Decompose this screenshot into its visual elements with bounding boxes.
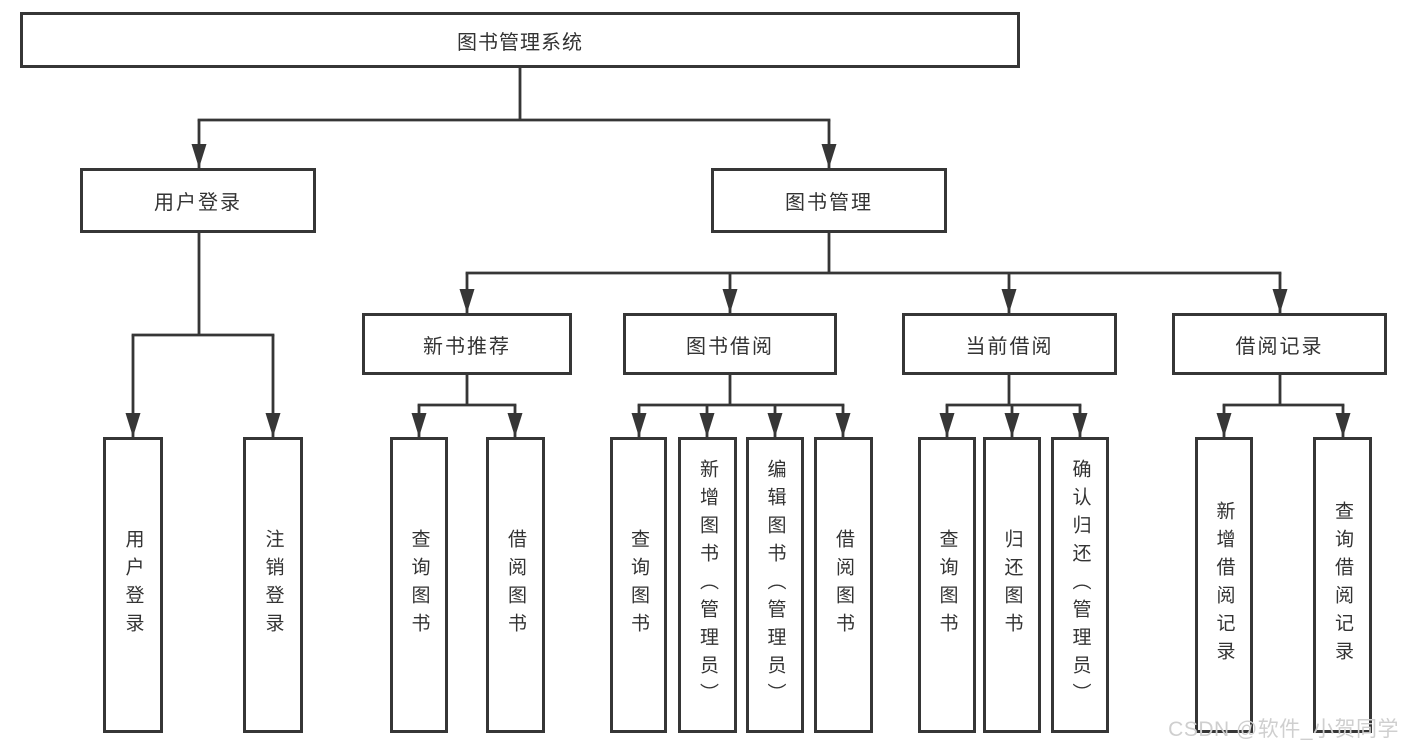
leaf-return-books-label: 归还图书 [1001, 529, 1023, 641]
leaf-borrow-books-2: 借阅图书 [814, 437, 873, 733]
leaf-return-books: 归还图书 [983, 437, 1041, 733]
node-library-system: 图书管理系统 [20, 12, 1020, 68]
leaf-query-books-1-label: 查询图书 [408, 529, 430, 641]
leaf-borrow-books-2-label: 借阅图书 [833, 529, 854, 641]
leaf-logout: 注销登录 [243, 437, 303, 733]
leaf-query-books-2: 查询图书 [610, 437, 667, 733]
leaf-confirm-return-admin: 确认归还（管理员） [1051, 437, 1109, 733]
node-user-login: 用户登录 [80, 168, 316, 233]
watermark: CSDN @软件_小贺同学 [1168, 718, 1399, 741]
leaf-add-book-admin-label: 新增图书（管理员） [697, 459, 718, 711]
connector-user-login [125, 233, 281, 437]
leaf-user-login: 用户登录 [103, 437, 163, 733]
leaf-borrow-books-1-label: 借阅图书 [505, 529, 526, 641]
leaf-logout-label: 注销登录 [262, 529, 284, 641]
leaf-add-borrow-record: 新增借阅记录 [1195, 437, 1253, 733]
leaf-confirm-return-admin-label: 确认归还（管理员） [1069, 459, 1091, 711]
node-book-management: 图书管理 [711, 168, 947, 233]
node-borrowing-records: 借阅记录 [1172, 313, 1387, 375]
connector-borrowing-records [1216, 375, 1351, 437]
node-current-borrowing: 当前借阅 [902, 313, 1117, 375]
leaf-query-borrow-record-label: 查询借阅记录 [1332, 501, 1353, 669]
connector-book-management [459, 233, 1288, 313]
leaf-user-login-label: 用户登录 [122, 529, 144, 641]
leaf-query-books-3: 查询图书 [918, 437, 976, 733]
leaf-add-borrow-record-label: 新增借阅记录 [1213, 501, 1235, 669]
leaf-edit-book-admin: 编辑图书（管理员） [746, 437, 804, 733]
node-book-borrowing: 图书借阅 [623, 313, 837, 375]
leaf-edit-book-admin-label: 编辑图书（管理员） [764, 459, 786, 711]
connector-current-borrowing [939, 375, 1088, 437]
leaf-query-books-2-label: 查询图书 [628, 529, 649, 641]
connector-root [191, 68, 837, 168]
connector-book-borrowing [631, 375, 851, 437]
leaf-add-book-admin: 新增图书（管理员） [678, 437, 737, 733]
connector-new-book-recommend [411, 375, 523, 437]
node-new-book-recommend: 新书推荐 [362, 313, 572, 375]
leaf-query-books-1: 查询图书 [390, 437, 448, 733]
leaf-query-books-3-label: 查询图书 [936, 529, 958, 641]
leaf-borrow-books-1: 借阅图书 [486, 437, 545, 733]
leaf-query-borrow-record: 查询借阅记录 [1313, 437, 1372, 733]
